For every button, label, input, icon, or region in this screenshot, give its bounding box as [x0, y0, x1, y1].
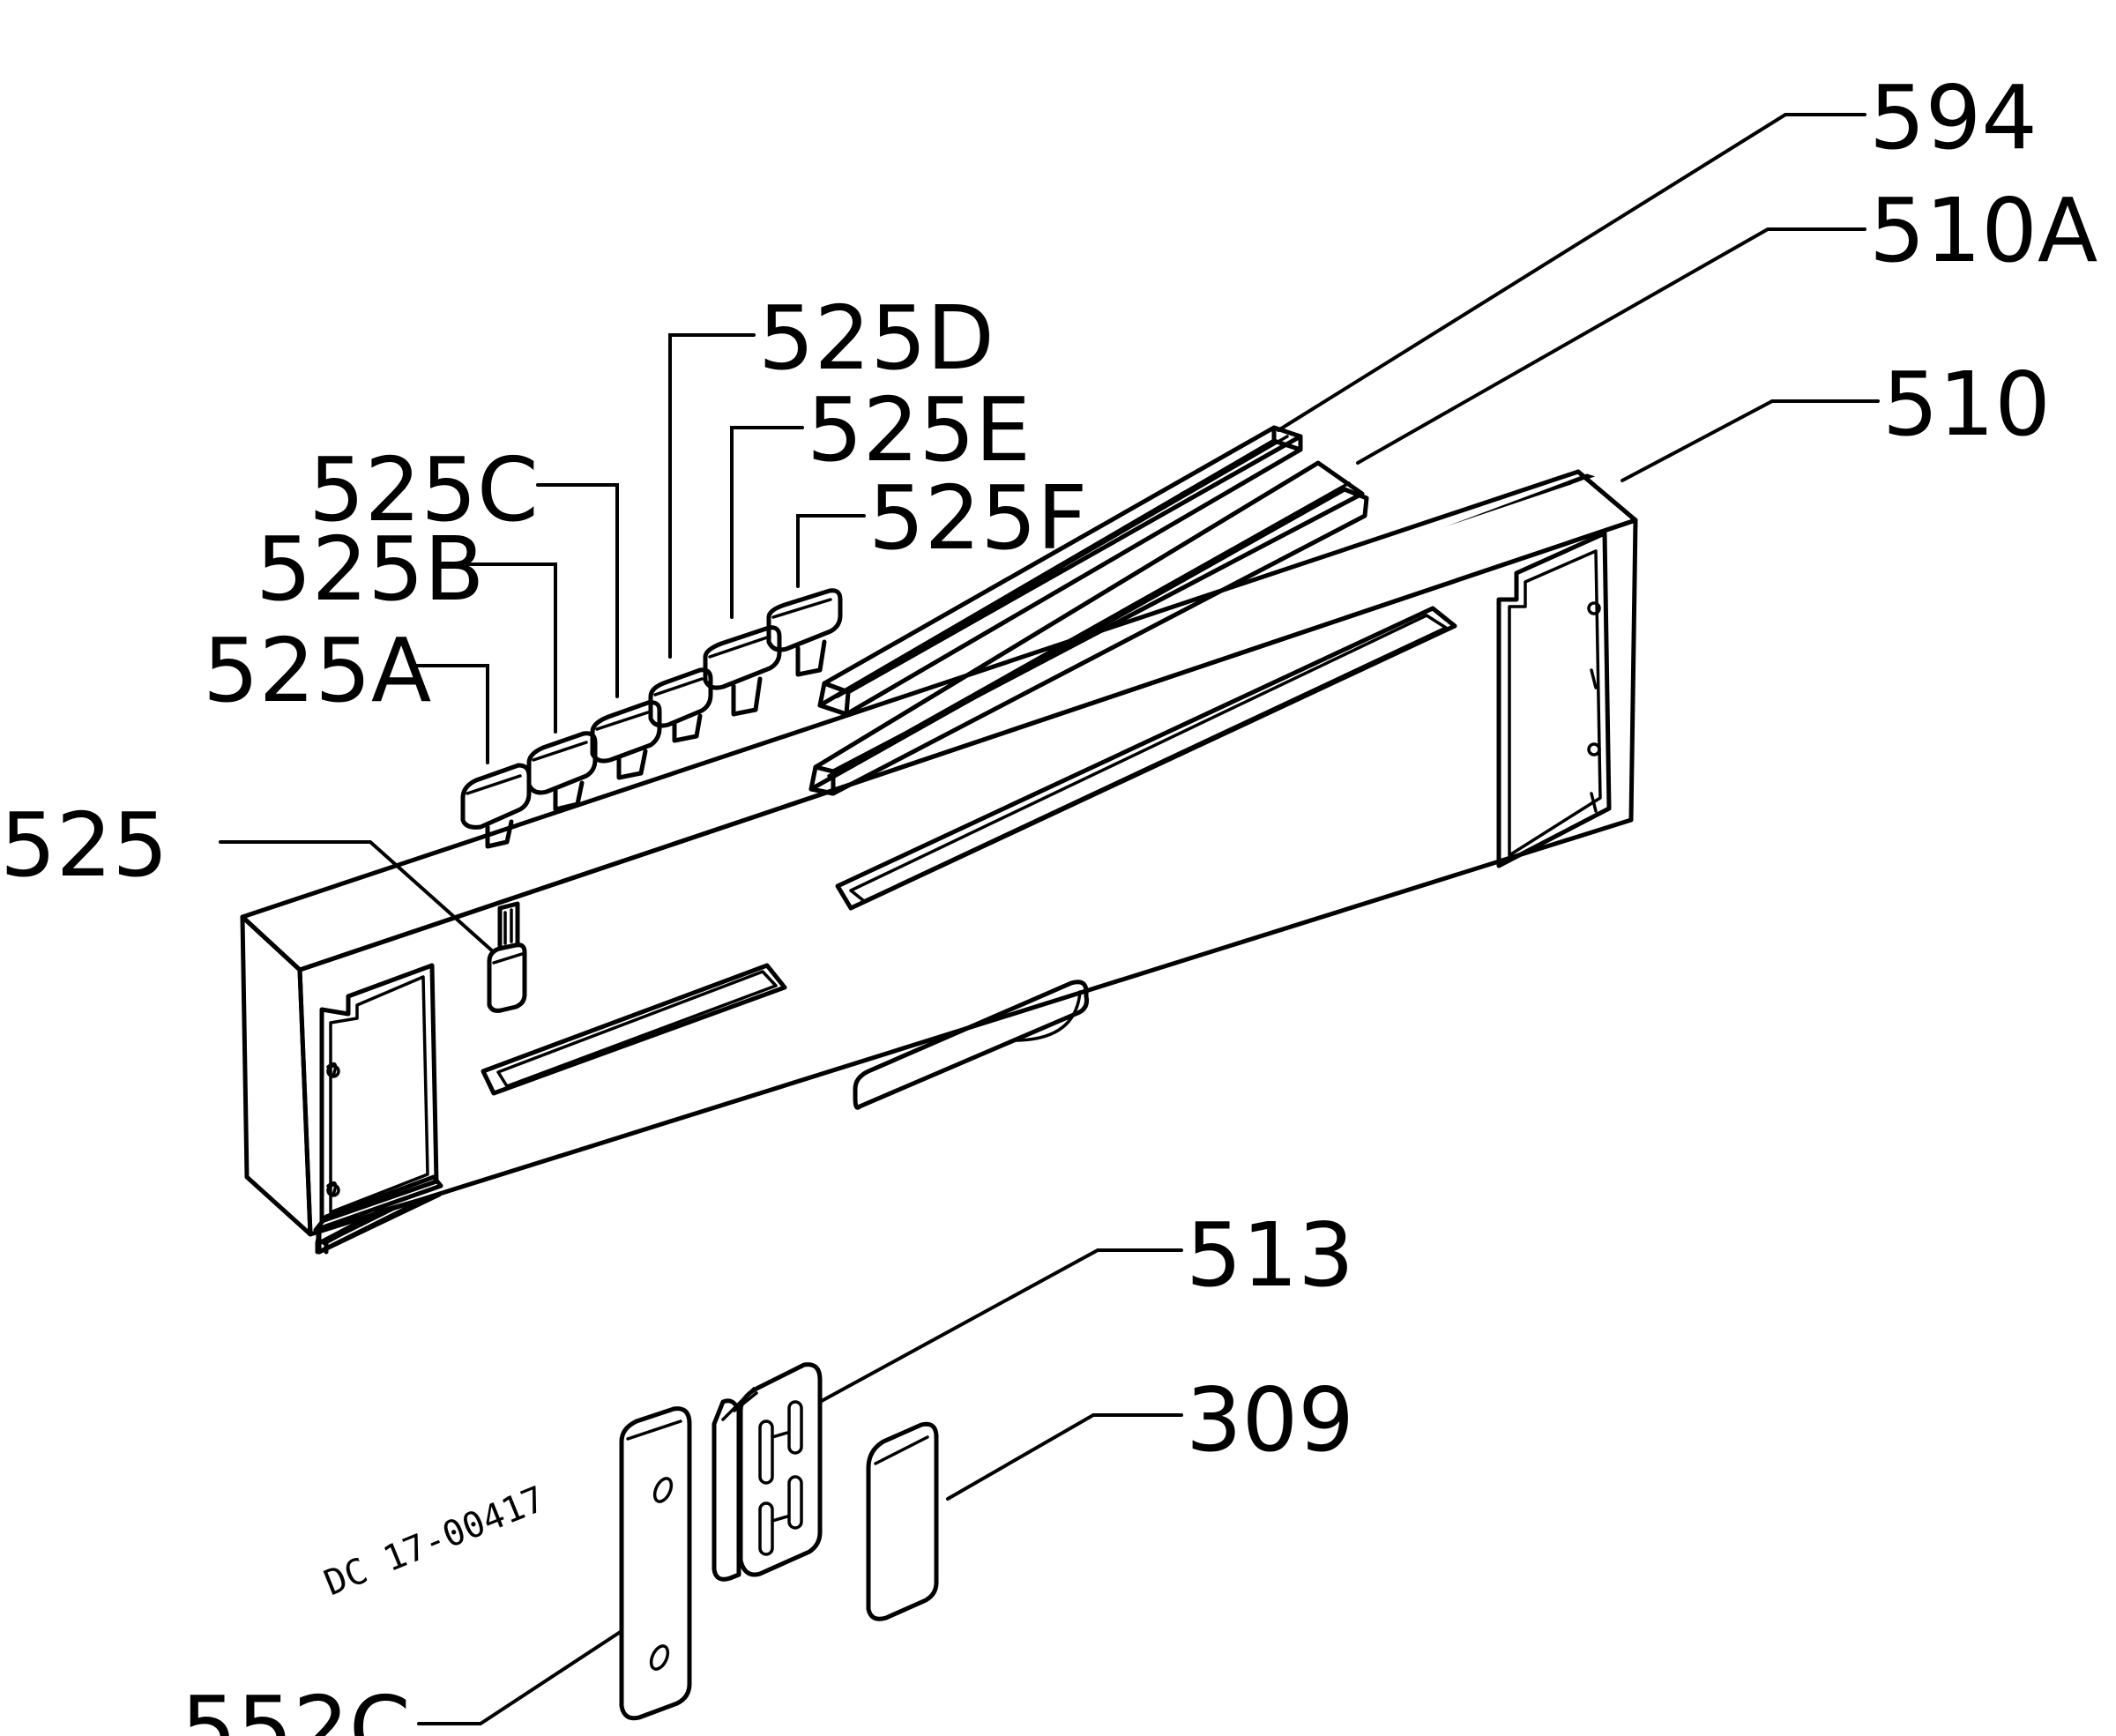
leader-lines: [219, 113, 1880, 1725]
label-510: 510: [1882, 353, 2051, 456]
label-525a: 525A: [203, 619, 431, 722]
button-525b: [526, 731, 598, 812]
button-525f: [766, 588, 843, 677]
button-525e: [703, 625, 782, 717]
label-525e: 525E: [807, 378, 1031, 481]
label-525c: 525C: [309, 438, 539, 541]
label-309: 309: [1186, 1368, 1354, 1472]
label-510a: 510A: [1869, 179, 2097, 282]
part-552c: [619, 1406, 692, 1721]
label-552c: 552C: [181, 1677, 411, 1736]
part-594: [817, 425, 1303, 717]
part-525-pin: [487, 901, 527, 1013]
label-525b: 525B: [256, 518, 484, 621]
label-594: 594: [1869, 66, 2038, 169]
label-525d: 525D: [758, 287, 995, 390]
part-309: [866, 1421, 939, 1621]
label-525f: 525F: [868, 466, 1087, 570]
panel-510-body: [229, 458, 1658, 1252]
part-513: [712, 1362, 823, 1582]
button-row-525: [460, 588, 843, 849]
button-525c: [590, 700, 662, 780]
part-510a: [808, 460, 1369, 796]
button-525d: [648, 667, 713, 743]
label-525: 525: [0, 793, 168, 897]
label-513: 513: [1186, 1203, 1354, 1307]
callout-labels: 594 510A 510 525D 525E 525C 525F 525B 52…: [0, 66, 2097, 1736]
drawing-code: DC 17-00417: [319, 1479, 551, 1604]
